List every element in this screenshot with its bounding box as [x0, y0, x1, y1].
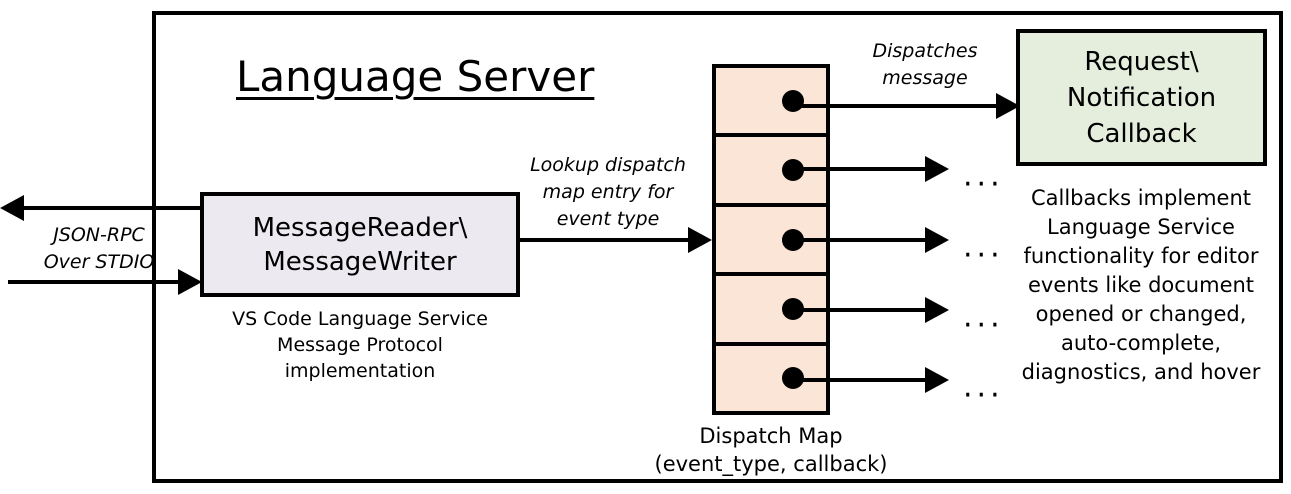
callback-box-line2: Notification	[1066, 82, 1217, 113]
dispatches-message-line1: Dispatches	[872, 40, 978, 62]
dispatch-connector-line-4	[786, 308, 932, 312]
message-reader-writer-caption-line2: Message Protocol implementation	[277, 334, 443, 382]
callback-description-line7: diagnostics, and hover	[1021, 360, 1261, 384]
request-notification-callback-box[interactable]: Request\ Notification Callback	[1016, 29, 1267, 166]
callback-description-line3: functionality for editor	[1023, 244, 1259, 268]
lookup-label-line1: Lookup dispatch	[530, 154, 686, 176]
table-row[interactable]	[716, 68, 826, 138]
message-reader-writer-caption-line1: VS Code Language Service	[232, 308, 488, 330]
outbound-arrow-icon	[0, 195, 24, 221]
lookup-dispatch-label: Lookup dispatch map entry for event type	[512, 152, 704, 233]
message-reader-writer-line2: MessageWriter	[263, 246, 457, 277]
callback-description-line6: auto-complete,	[1061, 331, 1221, 355]
callback-description-line1: Callbacks implement	[1030, 186, 1252, 210]
callback-description-line2: Language Service	[1047, 215, 1235, 239]
dispatch-map-caption: Dispatch Map (event_type, callback)	[651, 422, 891, 478]
message-reader-writer-box[interactable]: MessageReader\ MessageWriter	[200, 192, 520, 297]
json-rpc-label: JSON-RPC Over STDIO	[14, 222, 184, 276]
json-rpc-label-line1: JSON-RPC	[53, 224, 145, 246]
dispatches-message-line2: message	[882, 67, 968, 89]
callback-box-line3: Callback	[1086, 118, 1197, 149]
lookup-label-line3: event type	[556, 208, 660, 230]
language-server-container	[152, 11, 1283, 483]
dispatch-map-caption-line2: (event_type, callback)	[654, 452, 888, 476]
callback-dot-icon	[782, 89, 804, 112]
callback-box-line1: Request\	[1084, 46, 1199, 77]
dispatch-connector-line-2	[786, 167, 932, 171]
dispatch-arrow-icon-3	[925, 227, 949, 253]
dispatch-arrow-icon-4	[925, 297, 949, 323]
json-rpc-label-line2: Over STDIO	[43, 251, 155, 273]
lookup-arrow-icon	[688, 227, 712, 253]
dispatch-connector-line-5	[786, 378, 932, 382]
dispatches-message-label: Dispatches message	[835, 38, 1015, 92]
callback-description: Callbacks implement Language Service fun…	[1010, 184, 1272, 387]
inbound-connector-line	[8, 280, 184, 284]
dispatch-arrow-icon-5	[925, 367, 949, 393]
ellipsis-3: ···	[963, 238, 1004, 273]
dispatch-arrow-icon-2	[925, 156, 949, 182]
lookup-connector-line	[520, 238, 690, 242]
outbound-connector-line	[24, 206, 204, 210]
callback-description-line5: opened or changed,	[1035, 302, 1247, 326]
ellipsis-4: ···	[963, 308, 1004, 343]
message-reader-writer-caption: VS Code Language Service Message Protoco…	[200, 306, 520, 384]
dispatch-map-caption-line1: Dispatch Map	[699, 424, 843, 448]
table-row[interactable]	[716, 137, 826, 207]
dispatch-connector-line-1	[786, 104, 1004, 108]
ellipsis-5: ···	[963, 378, 1004, 413]
lookup-label-line2: map entry for	[542, 181, 674, 203]
inbound-arrow-icon	[178, 269, 202, 295]
callback-description-line4: events like document	[1027, 273, 1255, 297]
ellipsis-2: ···	[963, 167, 1004, 202]
page-title: Language Server	[236, 52, 595, 101]
message-reader-writer-line1: MessageReader\	[252, 212, 468, 243]
dispatch-connector-line-3	[786, 238, 932, 242]
